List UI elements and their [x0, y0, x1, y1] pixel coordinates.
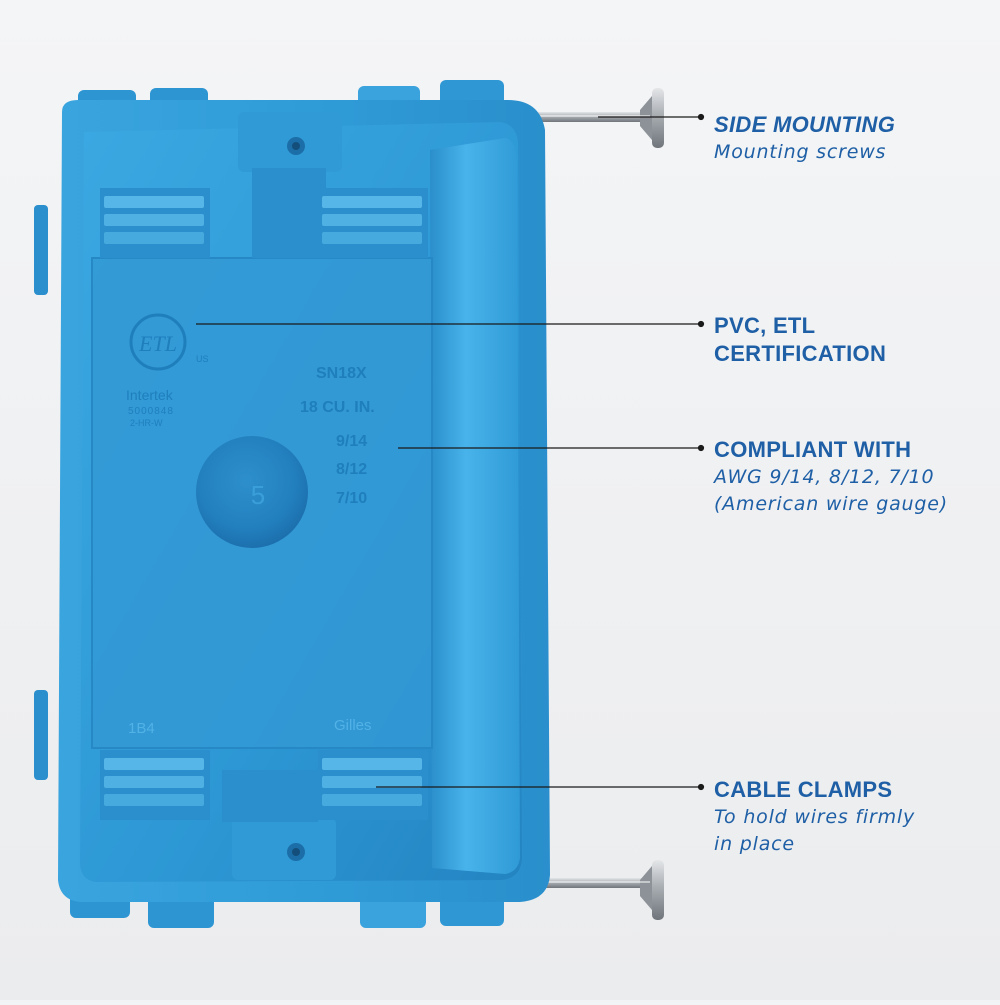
gauge-8-12: 8/12: [336, 461, 367, 478]
gauge-7-10: 7/10: [336, 490, 367, 507]
cert-lab-label: Intertek: [126, 387, 174, 403]
cert-number: 5000848: [128, 406, 174, 417]
leader-dot-compliance: [697, 444, 705, 452]
cable-clamp-bottom-right: [318, 750, 428, 820]
leader-dot-side-mounting: [697, 113, 705, 121]
cable-clamps-title: CABLE CLAMPS: [714, 777, 893, 802]
gauge-9-14: 9/14: [336, 433, 367, 450]
cable-clamps-desc-line2: in place: [714, 833, 795, 855]
callout-side-mounting: SIDE MOUNTING Mounting screws: [714, 111, 895, 166]
electrical-box: 5 ETL US Intertek 5000848 2-HR-W SN18X 1…: [34, 80, 550, 928]
cable-clamp-top-left: [100, 188, 210, 258]
certification-title-line1: PVC, ETL: [714, 313, 816, 338]
model-number: SN18X: [316, 365, 367, 382]
callout-compliance: COMPLIANT WITH AWG 9/14, 8/12, 7/10 (Ame…: [714, 436, 948, 518]
leader-dot-certification: [697, 320, 705, 328]
side-mounting-desc: Mounting screws: [714, 141, 887, 163]
certification-title-line2: CERTIFICATION: [714, 341, 887, 366]
etl-logo-letters: ETL: [138, 331, 177, 356]
compliance-title: COMPLIANT WITH: [714, 437, 912, 462]
cable-clamps-desc-line1: To hold wires firmly: [714, 806, 916, 828]
callout-cable-clamps: CABLE CLAMPS To hold wires firmly in pla…: [714, 776, 915, 858]
box-capacity: 18 CU. IN.: [300, 399, 375, 416]
leader-dot-cable-clamps: [697, 783, 705, 791]
bottom-right-mark: Gilles: [334, 717, 372, 734]
compliance-desc-line2: (American wire gauge): [714, 493, 948, 515]
etl-logo: ETL US: [129, 313, 209, 371]
callout-certification: PVC, ETL CERTIFICATION: [714, 312, 886, 368]
compliance-desc-line1: AWG 9/14, 8/12, 7/10: [714, 466, 935, 488]
cable-clamp-bottom-left: [100, 750, 210, 820]
bottom-left-mark: 1B4: [128, 720, 155, 737]
etl-us-mark: US: [196, 354, 209, 364]
knockout-circle: [196, 436, 308, 548]
side-mounting-title: SIDE MOUNTING: [714, 112, 896, 137]
knockout-mark: 5: [251, 480, 265, 510]
cable-clamp-top-right: [318, 188, 428, 258]
cert-code: 2-HR-W: [130, 418, 163, 428]
